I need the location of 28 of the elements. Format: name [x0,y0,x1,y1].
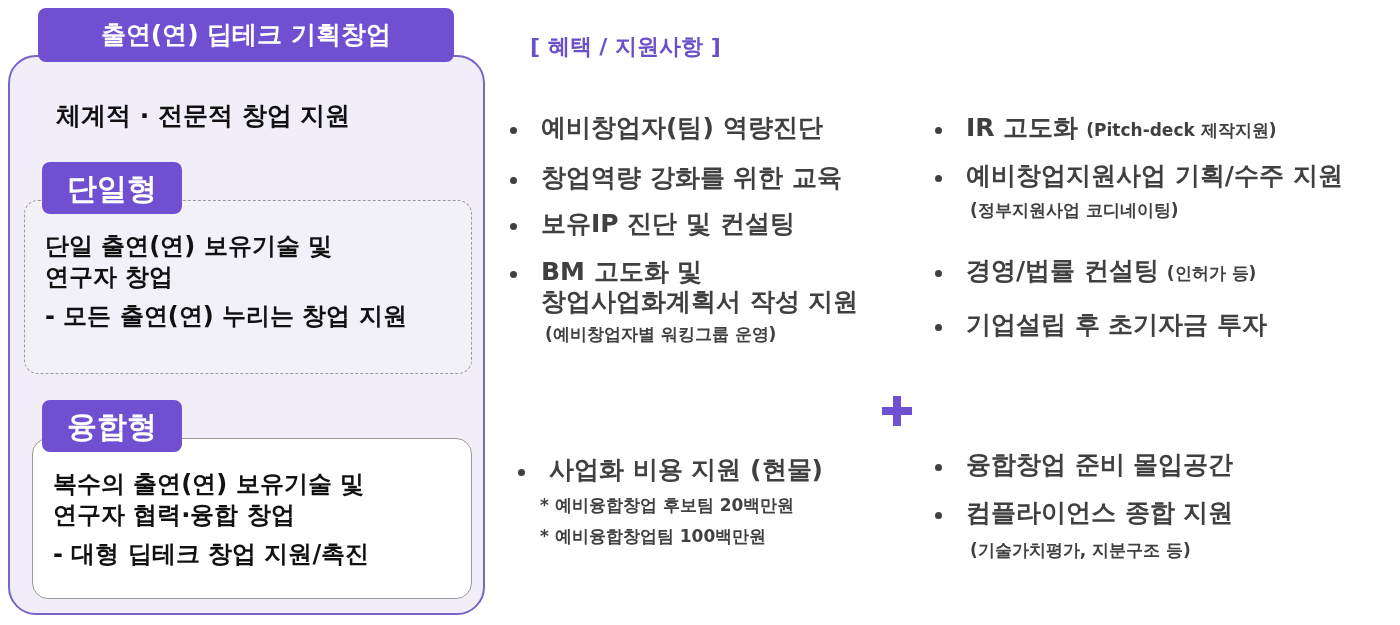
category-description: 복수의 출연(연) 보유기술 및 연구자 협력·융합 창업 [53,469,365,532]
benefit-item: 컴플라이언스 종합 지원 [966,498,1234,528]
category-tab: 융합형 [42,400,182,452]
benefit-item: 기업설립 후 초기자금 투자 [966,310,1268,340]
item-note: * 예비융합창업 후보팀 20백만원 [540,494,795,517]
benefit-item: 예비창업지원사업 기획/수주 지원 [966,161,1343,191]
item-note: (인허가 등) [1166,262,1257,285]
benefit-item: 경영/법률 컨설팅 [966,256,1159,286]
benefit-item: IR 고도화 [966,113,1079,143]
category-description: 단일 출연(연) 보유기술 및 연구자 창업 [45,231,333,294]
benefit-item: 창업역량 강화를 위한 교육 [541,163,843,193]
benefit-item: BM 고도화 및 창업사업화계획서 작성 지원 [541,257,860,317]
benefit-item: 융합창업 준비 몰입공간 [966,450,1234,480]
benefit-item: 예비창업자(팀) 역량진단 [541,113,823,143]
benefit-item: 사업화 비용 지원 (현물) [549,455,823,485]
item-note: (예비창업자별 워킹그룹 운영) [545,323,777,346]
section-heading: [ 혜택 / 지원사항 ] [530,33,721,61]
title-tab: 출연(연) 딥테크 기획창업 [38,8,454,62]
category-note: - 대형 딥테크 창업 지원/촉진 [53,539,371,571]
category-tab: 단일형 [42,162,182,214]
item-note: (정부지원사업 코디네이팅) [970,199,1179,222]
item-note: * 예비융합창업팀 100백만원 [540,525,767,548]
benefit-item: 보유IP 진단 및 컨설팅 [541,209,795,239]
group-panel [8,55,485,615]
item-note: (Pitch-deck 제작지원) [1086,119,1277,142]
panel-subtitle: 체계적 · 전문적 창업 지원 [56,100,351,132]
item-note: (기술가치평가, 지분구조 등) [970,539,1191,562]
category-note: - 모든 출연(연) 누리는 창업 지원 [45,301,405,333]
